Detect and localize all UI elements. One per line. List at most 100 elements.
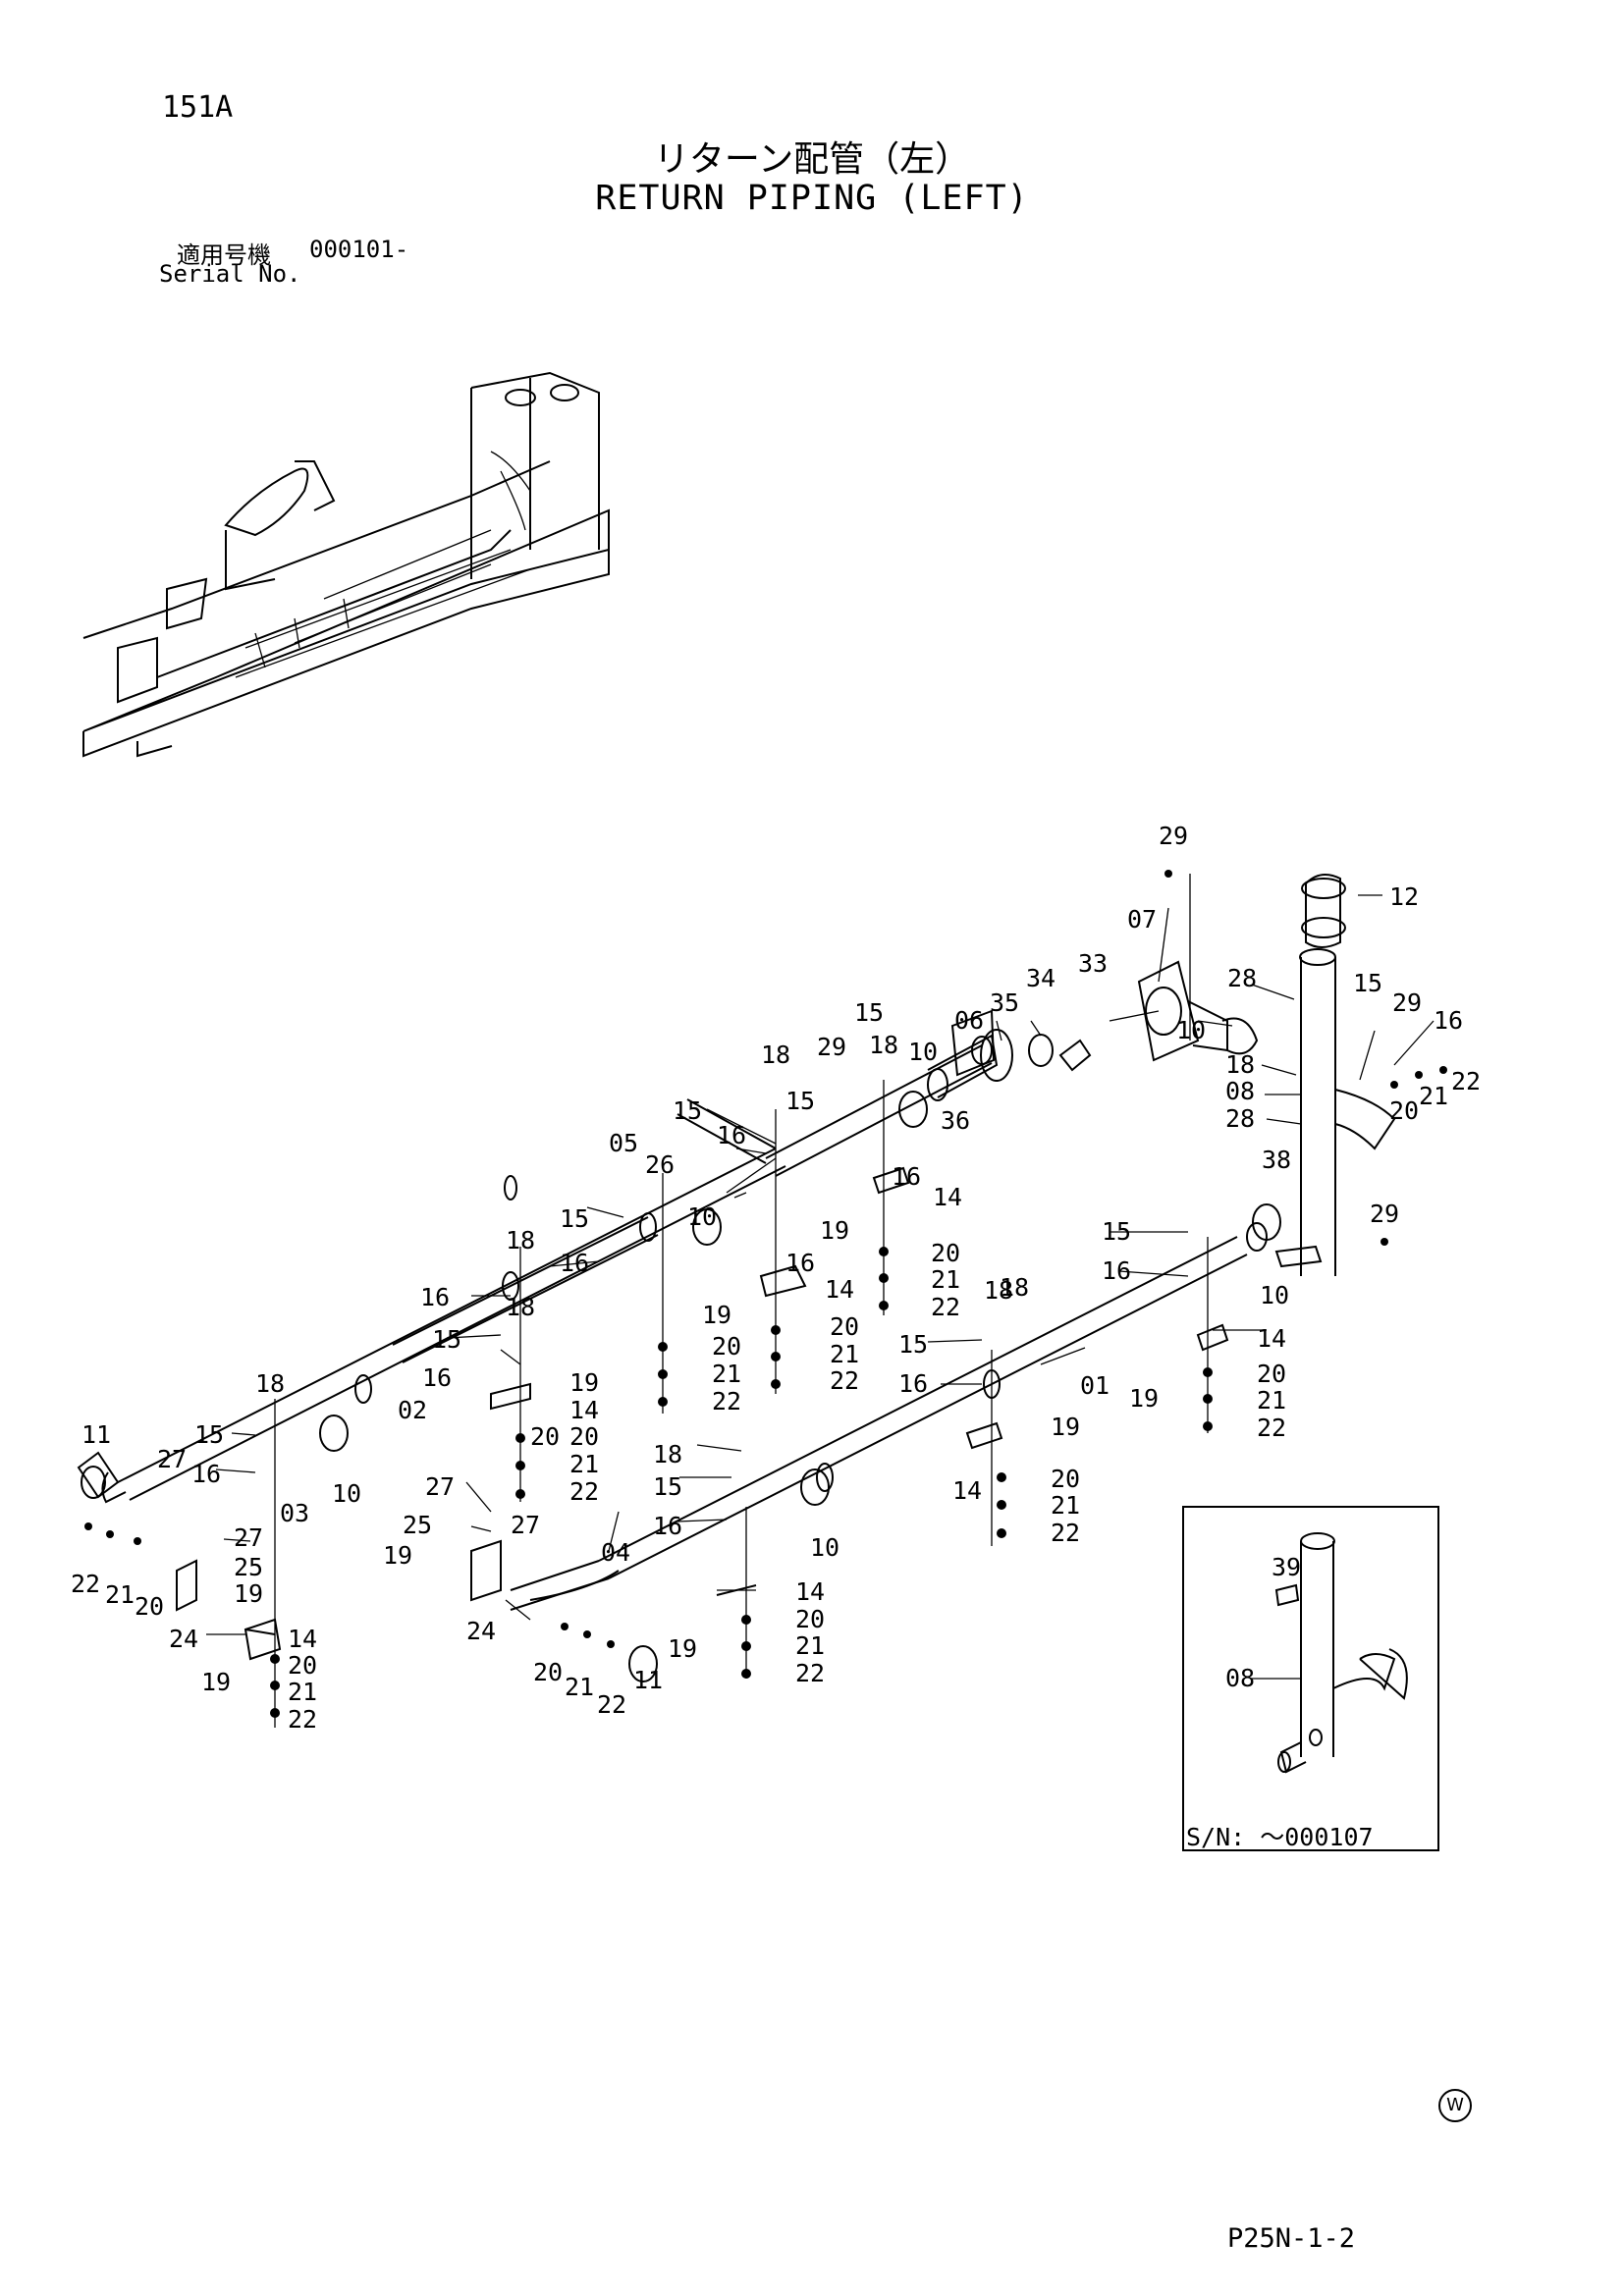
inset-callout-08: 08	[1225, 1664, 1255, 1692]
callout-15: 15	[432, 1325, 461, 1354]
callout-34: 34	[1026, 964, 1056, 992]
callout-18: 18	[653, 1440, 682, 1468]
callout-19: 19	[820, 1216, 849, 1245]
callout-15: 15	[854, 998, 884, 1027]
callout-14: 14	[569, 1396, 599, 1424]
clamp-brackets	[244, 1091, 1281, 1682]
callout-16: 16	[191, 1460, 221, 1488]
callout-28: 28	[1227, 964, 1257, 992]
callout-16: 16	[653, 1512, 682, 1540]
serial-label-english: Serial No.	[159, 260, 301, 288]
callout-21: 21	[712, 1360, 741, 1388]
callout-19: 19	[569, 1368, 599, 1397]
callout-18: 18	[761, 1041, 790, 1069]
callout-20: 20	[712, 1332, 741, 1361]
callout-01: 01	[1080, 1371, 1110, 1400]
callout-10: 10	[810, 1533, 839, 1562]
page-number: 151A	[162, 90, 234, 125]
callout-15: 15	[653, 1472, 682, 1501]
left-end-assembly	[77, 1451, 502, 1661]
callout-22: 22	[1257, 1414, 1286, 1442]
callout-16: 16	[1102, 1256, 1131, 1285]
watermark-symbol: W	[1438, 2089, 1472, 2122]
callout-24: 24	[169, 1625, 198, 1653]
callout-27: 27	[234, 1523, 263, 1552]
callout-10: 10	[1260, 1281, 1289, 1309]
callout-20: 20	[795, 1605, 825, 1633]
callout-24: 24	[466, 1617, 496, 1645]
callout-06: 06	[954, 1006, 984, 1035]
callout-02: 02	[398, 1396, 427, 1424]
callout-16: 16	[892, 1162, 921, 1191]
callout-16: 16	[898, 1369, 928, 1398]
callout-29: 29	[1392, 988, 1422, 1017]
hardware-dots	[84, 870, 1447, 1718]
callout-15: 15	[785, 1087, 815, 1115]
title-japanese: リターン配管（左）	[653, 139, 971, 180]
title-english: RETURN PIPING (LEFT)	[595, 179, 1029, 218]
callout-21: 21	[569, 1450, 599, 1478]
callout-22: 22	[569, 1477, 599, 1506]
callout-11: 11	[633, 1666, 663, 1694]
serial-value: 000101-	[309, 236, 409, 263]
callout-18: 18	[984, 1276, 1013, 1305]
machine-frame-overview	[82, 371, 610, 758]
inset-detail: 39 08 S/N: ～000107	[1182, 1506, 1439, 1851]
callout-15: 15	[560, 1204, 589, 1233]
callout-35: 35	[990, 988, 1019, 1017]
callout-18: 18	[1225, 1050, 1255, 1079]
callout-14: 14	[952, 1476, 982, 1505]
callout-16: 16	[717, 1121, 746, 1149]
callout-25: 25	[234, 1553, 263, 1581]
leader-lines	[206, 894, 1435, 1635]
callout-15: 15	[898, 1330, 928, 1359]
callout-21: 21	[1419, 1082, 1448, 1110]
callout-20: 20	[1257, 1360, 1286, 1388]
callout-11: 11	[81, 1420, 111, 1449]
callout-22: 22	[597, 1690, 626, 1719]
callout-21: 21	[288, 1678, 317, 1706]
callout-14: 14	[288, 1625, 317, 1653]
callout-19: 19	[1051, 1413, 1080, 1441]
callout-25: 25	[403, 1511, 432, 1539]
callout-22: 22	[931, 1293, 960, 1321]
callout-16: 16	[420, 1283, 450, 1311]
callout-29: 29	[817, 1033, 846, 1061]
callout-16: 16	[1434, 1006, 1463, 1035]
callout-18: 18	[869, 1031, 898, 1059]
callout-20: 20	[288, 1651, 317, 1680]
callout-20: 20	[530, 1422, 560, 1451]
inset-callout-39: 39	[1272, 1553, 1301, 1581]
callout-14: 14	[825, 1275, 854, 1304]
callout-21: 21	[1051, 1491, 1080, 1520]
callout-20: 20	[1051, 1465, 1080, 1493]
callout-22: 22	[795, 1659, 825, 1687]
callout-08: 08	[1225, 1077, 1255, 1105]
callout-20: 20	[830, 1312, 859, 1341]
callout-18: 18	[1000, 1273, 1029, 1302]
callout-21: 21	[565, 1673, 594, 1701]
callout-10: 10	[908, 1038, 938, 1066]
callout-21: 21	[931, 1265, 960, 1294]
callout-03: 03	[280, 1499, 309, 1527]
callout-21: 21	[105, 1580, 135, 1609]
callout-19: 19	[383, 1541, 412, 1570]
callout-29: 29	[1370, 1200, 1399, 1228]
callout-15: 15	[194, 1420, 224, 1449]
callout-15: 15	[1102, 1217, 1131, 1246]
callout-20: 20	[533, 1658, 563, 1686]
callout-18: 18	[255, 1369, 285, 1398]
callout-18: 18	[506, 1226, 535, 1255]
callout-27: 27	[157, 1445, 187, 1473]
callout-20: 20	[569, 1422, 599, 1451]
callout-36: 36	[941, 1106, 970, 1135]
callout-18: 18	[506, 1293, 535, 1321]
callout-15: 15	[1353, 969, 1382, 997]
callout-20: 20	[135, 1592, 164, 1621]
callout-20: 20	[1389, 1096, 1419, 1125]
callout-19: 19	[201, 1668, 231, 1696]
callout-14: 14	[1257, 1324, 1286, 1353]
hardware-stack-lines	[274, 874, 1209, 1728]
callout-22: 22	[288, 1705, 317, 1734]
